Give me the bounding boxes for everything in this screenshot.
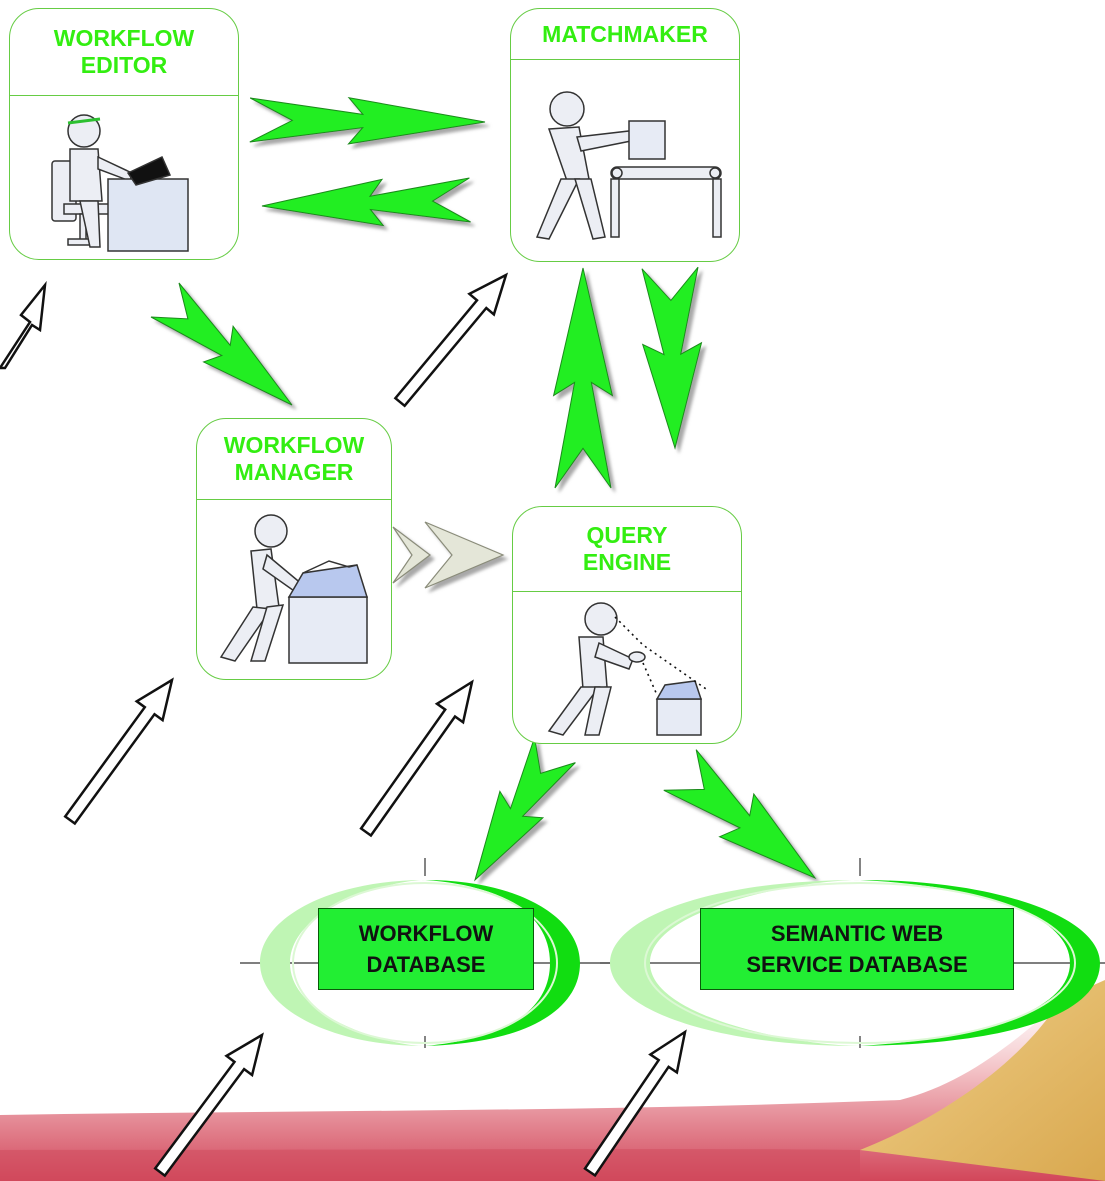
edge-workflow-editor-to-matchmaker	[249, 96, 486, 145]
edge-workflow-editor-to-workflow-manager	[150, 282, 293, 406]
input-arrow-1	[0, 280, 47, 370]
node-label: WORKFLOW MANAGER	[197, 419, 391, 500]
person-with-box-icon	[219, 514, 369, 664]
edge-query-engine-to-semantic-web-service-database	[663, 749, 817, 880]
node-label: WORKFLOW EDITOR	[10, 9, 238, 96]
person-at-desk-icon	[51, 114, 189, 252]
semantic-web-service-database: SEMANTIC WEB SERVICE DATABASE	[700, 908, 1014, 990]
edge-query-engine-to-workflow-database	[474, 737, 576, 882]
node-label: QUERY ENGINE	[513, 507, 741, 592]
edge-query-engine-to-matchmaker	[552, 267, 614, 489]
edge-matchmaker-to-workflow-editor	[261, 177, 471, 227]
node-workflow-editor: WORKFLOW EDITOR	[9, 8, 239, 260]
edge-matchmaker-to-query-engine	[641, 266, 703, 450]
edge-workflow-manager-to-query-engine	[392, 521, 505, 589]
node-matchmaker: MATCHMAKER	[510, 8, 740, 262]
input-arrow-5	[153, 1032, 264, 1178]
input-arrow-3	[63, 677, 174, 826]
person-searching-box-icon	[547, 602, 710, 736]
semantic-web-service-database-ring	[600, 858, 1105, 1048]
input-arrow-4	[359, 679, 474, 838]
workflow-database: WORKFLOW DATABASE	[318, 908, 534, 990]
input-arrow-6	[583, 1029, 687, 1178]
person-at-conveyor-icon	[535, 91, 722, 240]
input-arrow-2	[393, 272, 509, 408]
flow-arrows	[150, 96, 817, 882]
node-workflow-manager: WORKFLOW MANAGER	[196, 418, 392, 680]
node-label: MATCHMAKER	[511, 9, 739, 60]
node-query-engine: QUERY ENGINE	[512, 506, 742, 744]
